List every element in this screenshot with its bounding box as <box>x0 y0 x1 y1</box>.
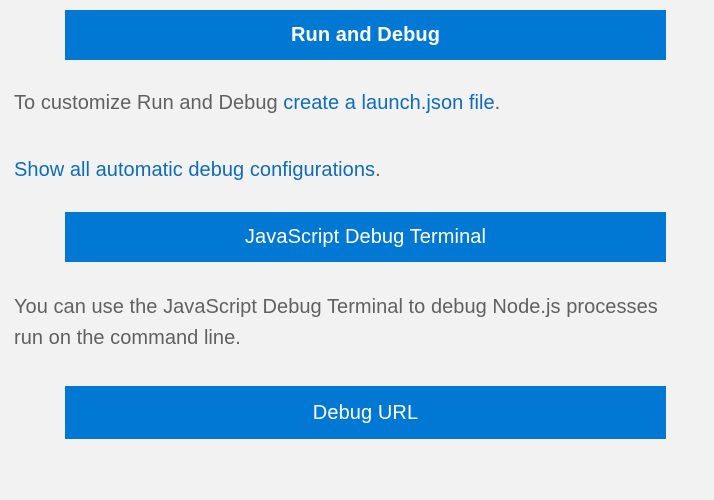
show-all-automatic-debug-configurations-link[interactable]: Show all automatic debug configurations <box>14 159 376 181</box>
javascript-debug-terminal-button[interactable]: JavaScript Debug Terminal <box>65 212 666 262</box>
javascript-debug-terminal-description: You can use the JavaScript Debug Termina… <box>14 296 658 349</box>
show-all-trail-text: . <box>375 159 381 181</box>
debug-url-button-label: Debug URL <box>312 401 419 424</box>
show-all-automatic-debug-configurations-text: Show all automatic debug configurations. <box>14 155 686 186</box>
customize-run-and-debug-text: To customize Run and Debug create a laun… <box>14 88 686 119</box>
debug-url-button[interactable]: Debug URL <box>65 386 666 439</box>
run-and-debug-button[interactable]: Run and Debug <box>65 10 666 60</box>
javascript-debug-terminal-button-label: JavaScript Debug Terminal <box>244 226 487 248</box>
customize-lead-text: To customize Run and Debug <box>14 92 284 114</box>
customize-trail-text: . <box>494 92 501 114</box>
create-launch-json-link[interactable]: create a launch.json file <box>283 92 495 114</box>
run-and-debug-button-label: Run and Debug <box>290 24 441 46</box>
